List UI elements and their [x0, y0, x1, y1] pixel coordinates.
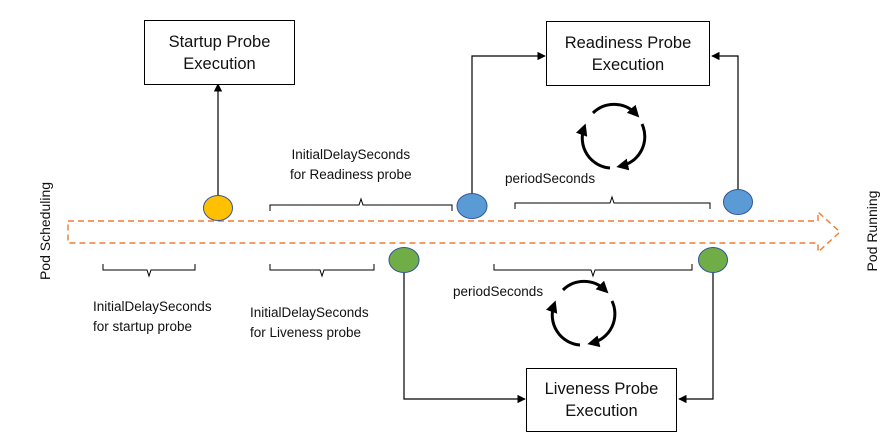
period-readiness-label: periodSeconds	[505, 171, 596, 186]
startup-delay-label: InitialDelaySeconds for startup probe	[93, 297, 212, 337]
readiness-box-line1: Readiness Probe	[564, 33, 692, 52]
liveness-delay-line1: InitialDelaySeconds	[250, 305, 369, 320]
startup-box-line2: Execution	[183, 54, 256, 73]
readiness-delay-line2: for Readiness probe	[290, 167, 412, 182]
liveness-probe-dot-1	[388, 247, 420, 273]
brace-startup-delay	[102, 264, 196, 278]
liveness-box-line2: Execution	[565, 402, 638, 420]
brace-liveness-delay	[269, 264, 375, 278]
readiness-box-line2: Execution	[591, 55, 665, 74]
pod-scheduling-label: Pod Scheduling	[37, 181, 53, 281]
timeline-arrow	[67, 210, 842, 254]
readiness-probe-dot-1	[456, 193, 488, 219]
readiness-delay-line1: InitialDelaySeconds	[291, 147, 411, 162]
liveness-delay-line2: for Liveness probe	[250, 325, 362, 340]
cycle-icon-readiness	[575, 102, 647, 171]
startup-box-line1: Startup Probe	[168, 32, 271, 51]
readiness-delay-label: InitialDelaySeconds for Readiness probe	[290, 145, 412, 185]
startup-delay-line1: InitialDelaySeconds	[93, 299, 212, 314]
startup-delay-line2: for startup probe	[93, 319, 193, 334]
liveness-box-line1: Liveness Probe	[544, 380, 659, 398]
brace-period-readiness	[514, 195, 711, 209]
readiness-connector-left	[471, 51, 546, 194]
brace-period-liveness	[493, 264, 693, 278]
startup-probe-dot	[203, 195, 233, 221]
liveness-probe-dot-2	[698, 247, 728, 273]
readiness-connector-right	[711, 51, 739, 189]
cycle-icon-liveness	[545, 279, 617, 348]
readiness-probe-dot-2	[723, 189, 753, 215]
brace-readiness-delay	[269, 197, 453, 211]
pod-running-label: Pod Running	[864, 190, 880, 272]
liveness-delay-label: InitialDelaySeconds for Liveness probe	[250, 303, 369, 343]
liveness-connector-right	[678, 273, 714, 404]
period-liveness-label: periodSeconds	[453, 284, 544, 299]
liveness-connector-left	[403, 273, 526, 404]
